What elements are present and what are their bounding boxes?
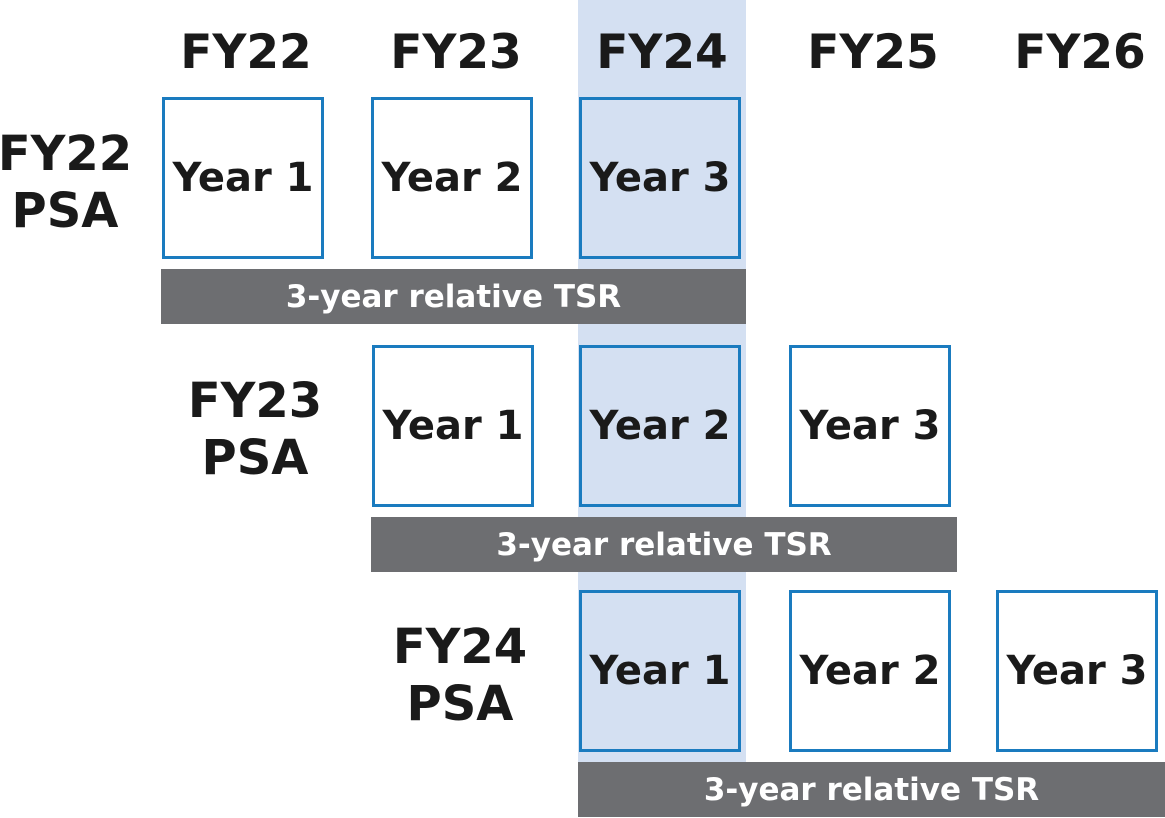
grant-label-fy22-psa: FY22 PSA	[0, 113, 145, 253]
fy23-psa-year-3-box: Year 3	[789, 345, 951, 507]
fy23-psa-year-1-box: Year 1	[372, 345, 534, 507]
grant-label-year: FY22	[0, 126, 133, 183]
grant-label-type: PSA	[11, 183, 119, 239]
grant-label-type: PSA	[201, 430, 309, 486]
grant-label-type: PSA	[406, 676, 514, 732]
fy23-psa-year-2-box: Year 2	[579, 345, 741, 507]
grant-label-year: FY23	[187, 373, 323, 430]
header-fy25: FY25	[807, 24, 939, 80]
grant-label-fy23-psa: FY23 PSA	[175, 360, 335, 500]
header-fy26: FY26	[1014, 24, 1146, 80]
fy24-psa-year-1-box: Year 1	[579, 590, 741, 752]
fy22-psa-year-3-box: Year 3	[579, 97, 741, 259]
fy24-psa-year-2-box: Year 2	[789, 590, 951, 752]
fy24-psa-year-3-box: Year 3	[996, 590, 1158, 752]
fy22-psa-year-1-box: Year 1	[162, 97, 324, 259]
fy22-psa-tsr-bar: 3-year relative TSR	[161, 269, 746, 324]
header-fy22: FY22	[180, 24, 312, 80]
header-fy24: FY24	[596, 24, 728, 80]
grant-label-year: FY24	[392, 619, 528, 676]
header-fy23: FY23	[390, 24, 522, 80]
fy23-psa-tsr-bar: 3-year relative TSR	[371, 517, 957, 572]
grant-label-fy24-psa: FY24 PSA	[380, 606, 540, 746]
fy24-psa-tsr-bar: 3-year relative TSR	[578, 762, 1165, 817]
fy22-psa-year-2-box: Year 2	[371, 97, 533, 259]
